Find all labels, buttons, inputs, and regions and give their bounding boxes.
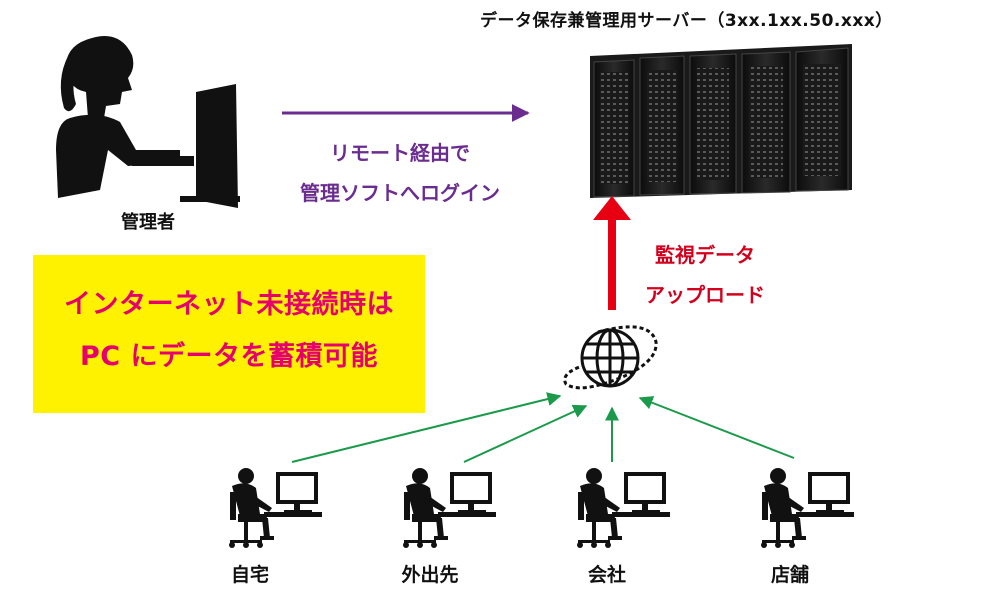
- remote-login-label: リモート経由で 管理ソフトへログイン: [270, 133, 530, 213]
- worker-home-icon: [227, 466, 324, 550]
- server-title: データ保存兼管理用サーバー（3xx.1xx.50.xxx）: [480, 11, 893, 31]
- remote-login-line1: リモート経由で: [330, 141, 470, 165]
- arrow-outside: [463, 404, 588, 463]
- worker-outside-icon: [401, 466, 498, 550]
- upload-label: 監視データ アップロード: [630, 235, 780, 315]
- network-arrows: [291, 392, 795, 463]
- remote-login-line2: 管理ソフトへログイン: [300, 181, 500, 205]
- offline-notice-line2: PC にデータを蓄積可能: [79, 341, 378, 372]
- upload-arrow: [593, 196, 631, 310]
- arrow-home: [291, 392, 562, 463]
- arrow-store: [638, 396, 795, 459]
- upload-line2: アップロード: [645, 283, 765, 307]
- location-store-label: 店舗: [770, 564, 810, 586]
- worker-store-icon: [759, 466, 856, 550]
- server-rack-icon: [590, 44, 852, 198]
- globe-icon: [563, 325, 658, 390]
- offline-notice-box: インターネット未接続時は PC にデータを蓄積可能: [33, 255, 425, 413]
- location-office-label: 会社: [587, 564, 627, 586]
- location-home-label: 自宅: [230, 564, 270, 586]
- admin-silhouette: [56, 36, 240, 208]
- offline-notice-text: インターネット未接続時は PC にデータを蓄積可能: [33, 279, 425, 383]
- worker-office-icon: [575, 466, 672, 550]
- offline-notice-line1: インターネット未接続時は: [64, 289, 394, 320]
- location-outside-label: 外出先: [401, 564, 459, 586]
- upload-line1: 監視データ: [655, 243, 755, 267]
- admin-label: 管理者: [121, 212, 175, 233]
